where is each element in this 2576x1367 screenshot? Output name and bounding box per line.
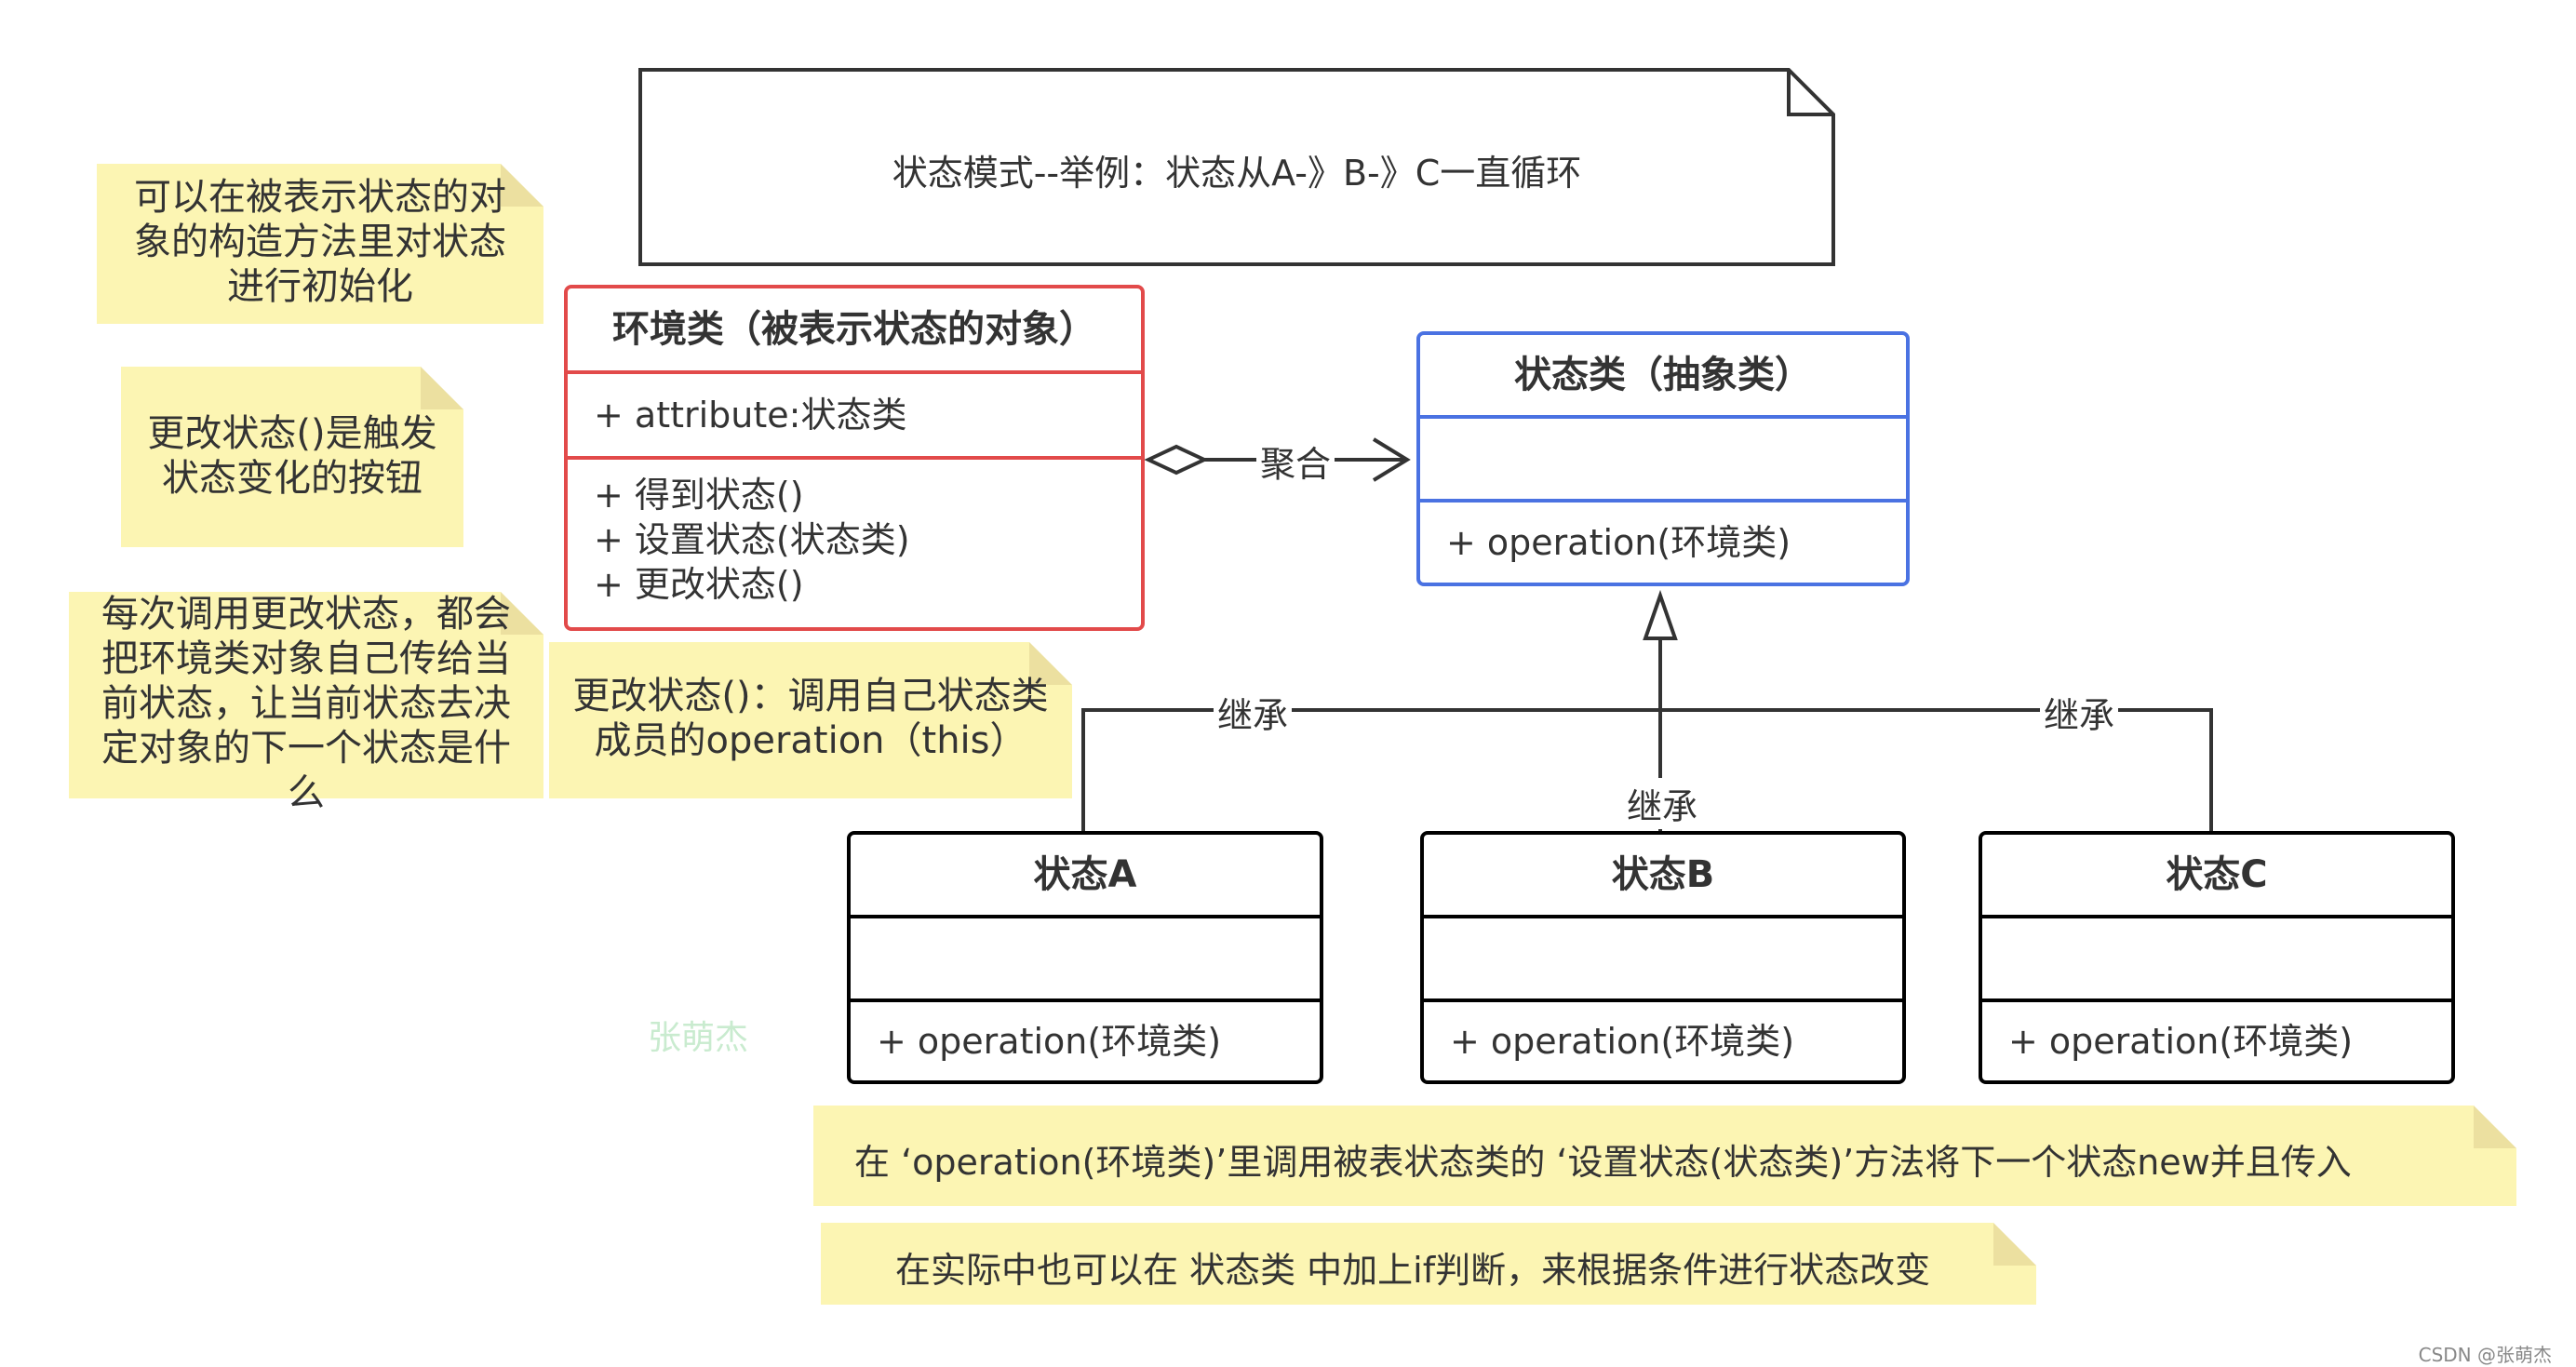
state-b-class-attributes [1424,918,1902,1002]
note-line: 成员的operation（this） [594,719,1027,762]
note-if-condition: 在实际中也可以在 状态类 中加上if判断，来根据条件进行状态改变 [821,1223,2036,1305]
context-class-attribute: + attribute:状态类 [594,395,907,436]
inherit-triangle [1643,589,1678,640]
state-c-class[interactable]: 状态C + operation(环境类) [1979,831,2455,1084]
note-fold [1029,642,1072,685]
state-a-class-method: + operation(环境类) [877,1021,1222,1062]
note-line: 象的构造方法里对状态 [134,221,506,263]
note-line: 进行初始化 [227,265,413,308]
state-c-class-methods: + operation(环境类) [1982,1002,2451,1080]
inherit-label-c: 继承 [2040,687,2119,738]
context-class-methods: + 得到状态() + 设置状态(状态类) + 更改状态() [568,460,1141,607]
note-fold [2474,1106,2516,1148]
context-class-name: 环境类（被表示状态的对象） [568,288,1141,374]
state-a-class-attributes [851,918,1320,1002]
note-change-method: 更改状态()：调用自己状态类 成员的operation（this） [549,642,1072,798]
aggregation-diamond [1144,444,1209,476]
note-operation-call-text: 在 ‘operation(环境类)’里调用被表状态类的 ‘设置状态(状态类)’方… [854,1142,2352,1183]
note-line: 么 [288,771,325,814]
title-note-text: 状态模式--举例：状态从A-》B-》C一直循环 [892,153,1582,194]
context-class-method: + 得到状态() [594,475,804,516]
watermark-text: 张萌杰 [648,1019,749,1057]
note-change-trigger: 更改状态()是触发 状态变化的按钮 [121,367,463,547]
context-class-attributes: + attribute:状态类 [568,374,1141,460]
state-c-class-method: + operation(环境类) [2008,1021,2354,1062]
title-note: 状态模式--举例：状态从A-》B-》C一直循环 [638,68,1835,266]
note-fold [1993,1223,2036,1266]
note-line: 定对象的下一个状态是什 [101,727,511,770]
abstract-state-class-method: + operation(环境类) [1446,522,1791,563]
state-a-class[interactable]: 状态A + operation(环境类) [847,831,1323,1084]
note-fold [501,592,543,635]
note-line: 前状态，让当前状态去决 [101,682,511,725]
note-line: 更改状态()是触发 [147,412,437,455]
note-if-condition-text: 在实际中也可以在 状态类 中加上if判断，来根据条件进行状态改变 [895,1250,1931,1291]
state-b-class-methods: + operation(环境类) [1424,1002,1902,1080]
inherit-line-a [1081,708,1660,831]
note-fold [501,164,543,207]
context-class[interactable]: 环境类（被表示状态的对象） + attribute:状态类 + 得到状态() +… [564,285,1145,631]
inherit-line-c [1660,708,2213,831]
note-line: 把环境类对象自己传给当 [101,637,511,680]
abstract-state-class-attributes [1420,419,1906,503]
note-line: 可以在被表示状态的对 [134,176,506,219]
title-note-frame [638,68,1835,266]
inherit-label-b: 继承 [1623,778,1702,829]
footer-credit: CSDN @张萌杰 [2418,1344,2552,1366]
note-operation-call: 在 ‘operation(环境类)’里调用被表状态类的 ‘设置状态(状态类)’方… [813,1106,2516,1206]
state-a-class-methods: + operation(环境类) [851,1002,1320,1080]
note-fold [421,367,463,409]
aggregation-label: 聚合 [1256,436,1335,487]
note-line: 更改状态()：调用自己状态类 [572,675,1049,717]
inherit-label-a: 继承 [1214,687,1293,738]
note-initialization: 可以在被表示状态的对 象的构造方法里对状态 进行初始化 [97,164,543,324]
aggregation-arrowhead [1372,437,1411,482]
note-pass-context: 每次调用更改状态，都会 把环境类对象自己传给当 前状态，让当前状态去决 定对象的… [69,592,543,814]
context-class-method: + 设置状态(状态类) [594,519,910,560]
abstract-state-class-name: 状态类（抽象类） [1420,335,1906,419]
note-line: 状态变化的按钮 [162,457,423,500]
abstract-state-class[interactable]: 状态类（抽象类） + operation(环境类) [1416,331,1910,586]
state-b-class[interactable]: 状态B + operation(环境类) [1420,831,1906,1084]
abstract-state-class-methods: + operation(环境类) [1420,503,1906,583]
state-b-class-method: + operation(环境类) [1450,1021,1795,1062]
state-c-class-attributes [1982,918,2451,1002]
state-a-class-name: 状态A [851,835,1320,918]
context-class-method: + 更改状态() [594,564,804,605]
state-c-class-name: 状态C [1982,835,2451,918]
state-b-class-name: 状态B [1424,835,1902,918]
note-line: 每次调用更改状态，都会 [101,593,511,636]
